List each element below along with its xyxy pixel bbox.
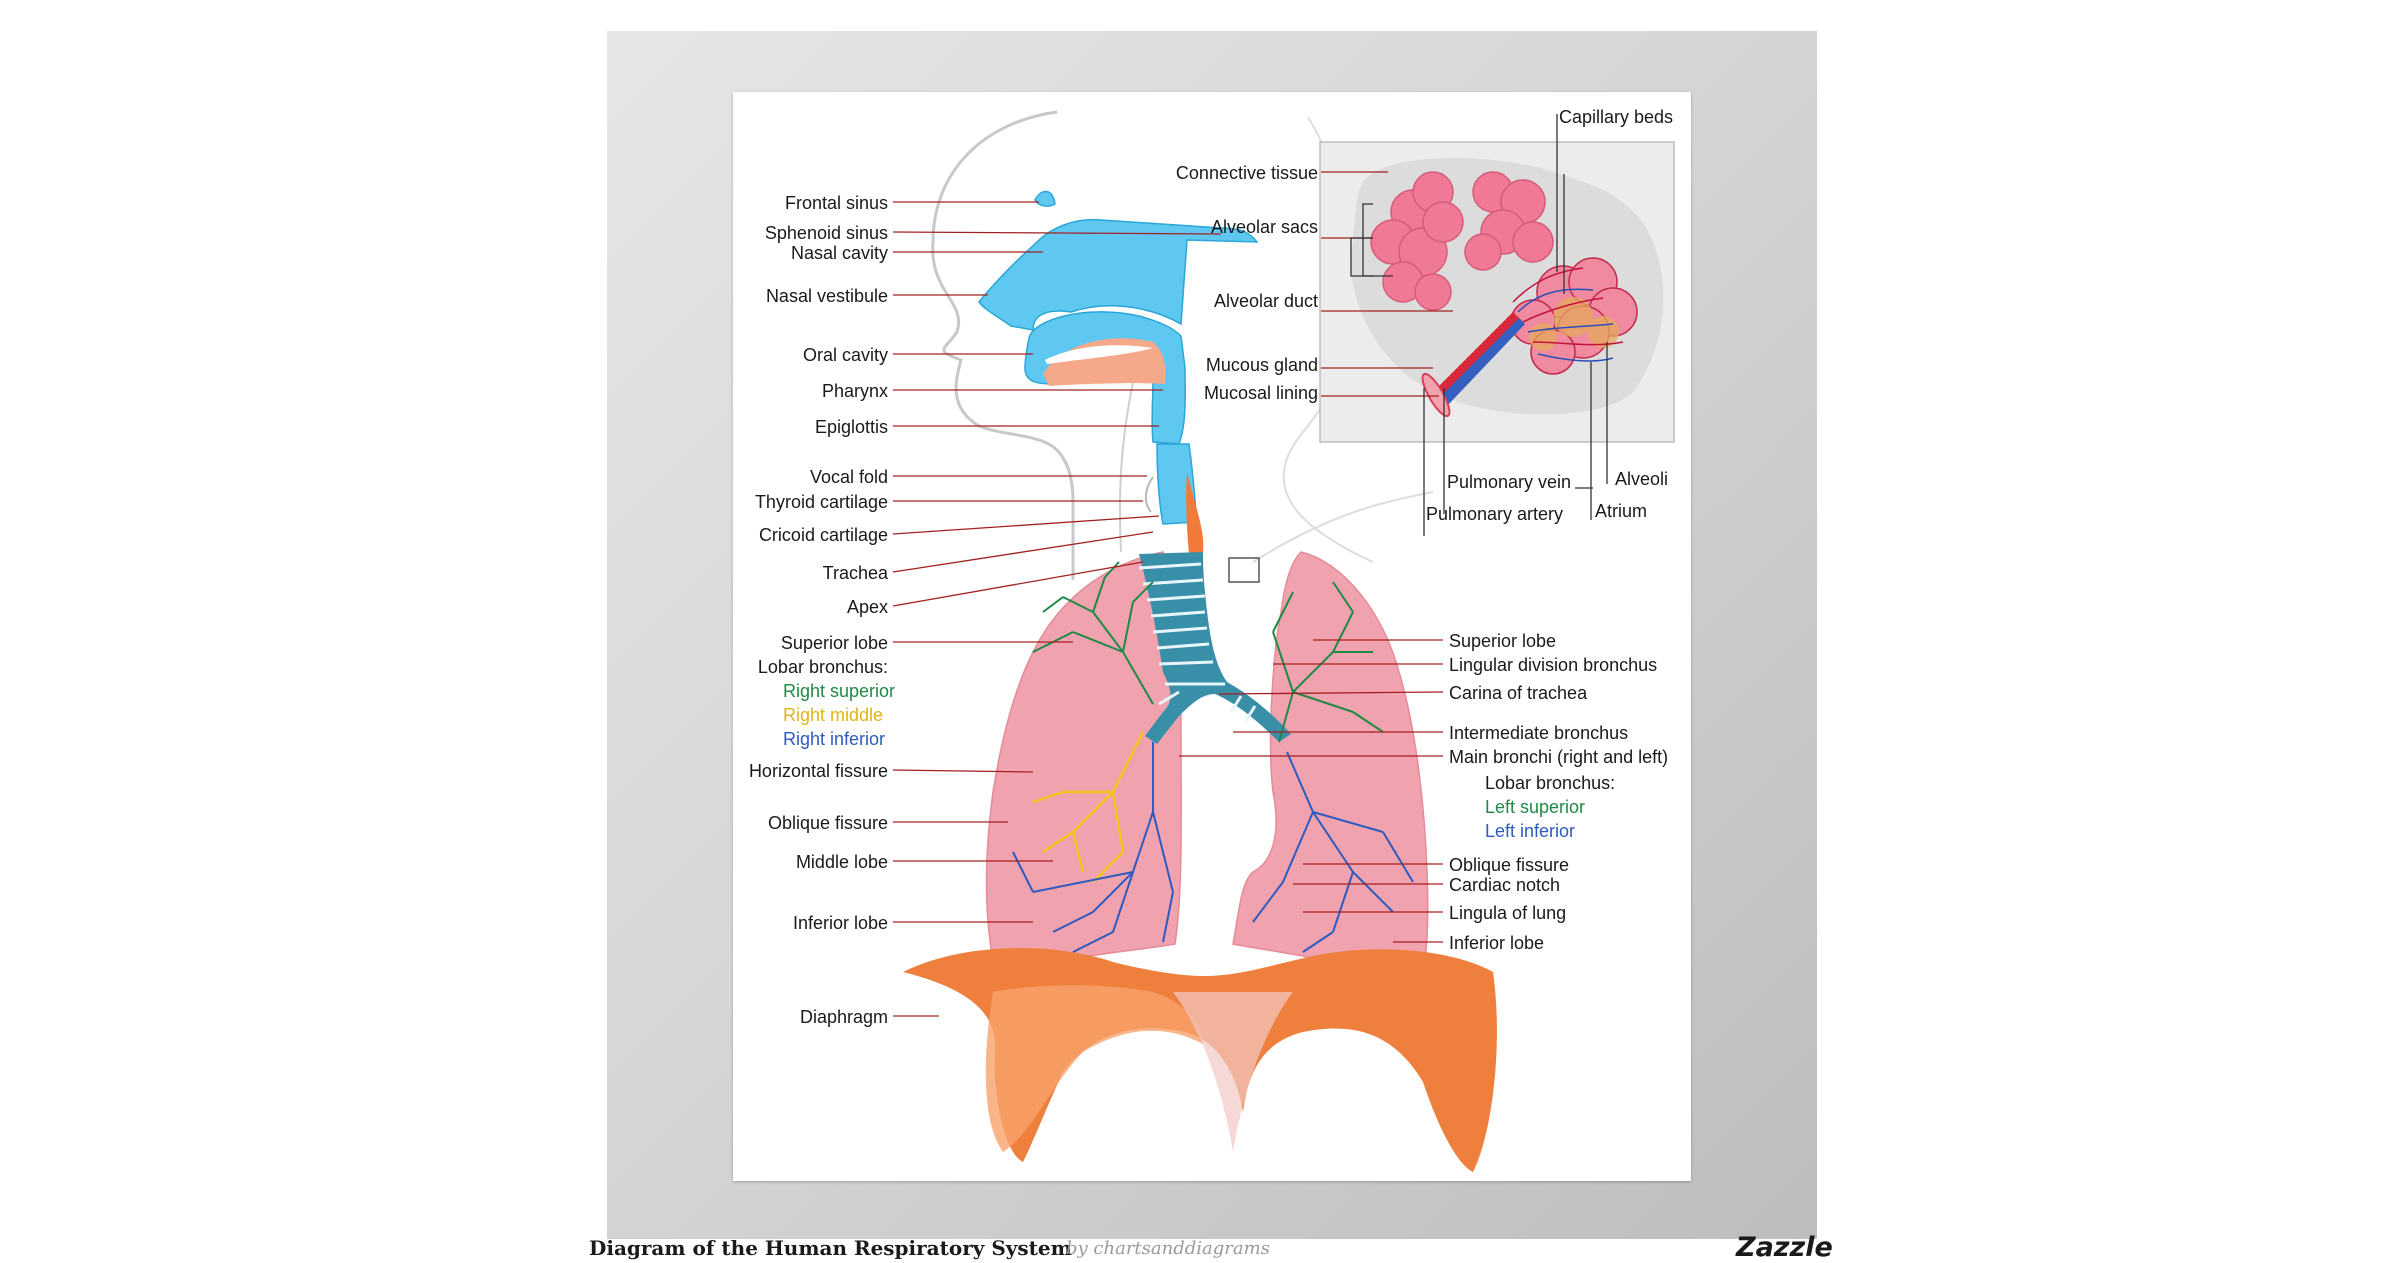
right-middle-bronchus — [1032, 731, 1145, 883]
label-middle-lobe: Middle lobe — [796, 852, 888, 872]
label-intermediate-bronchus: Intermediate bronchus — [1449, 723, 1628, 743]
label-oblique-fissure-left: Oblique fissure — [1449, 855, 1569, 875]
label-right-inferior: Right inferior — [783, 729, 885, 749]
label-horizontal-fissure: Horizontal fissure — [749, 761, 888, 781]
label-right-superior: Right superior — [783, 681, 895, 701]
label-alveolar-sacs: Alveolar sacs — [1211, 217, 1318, 237]
label-diaphragm: Diaphragm — [800, 1007, 888, 1027]
label-trachea: Trachea — [823, 563, 889, 583]
label-superior-lobe-left: Superior lobe — [1449, 631, 1556, 651]
inset-leader-lines — [1350, 114, 1608, 536]
label-left-inferior: Left inferior — [1485, 821, 1575, 841]
label-pulmonary-artery: Pulmonary artery — [1426, 504, 1563, 524]
label-cardiac-notch: Cardiac notch — [1449, 875, 1560, 895]
mediastinum-shape — [1173, 992, 1293, 1152]
designer-credit-link[interactable]: by chartsanddiagrams — [1066, 1238, 1270, 1259]
label-apex: Apex — [847, 597, 888, 617]
right-inferior-bronchus — [1012, 742, 1174, 953]
alveoli-inset — [1319, 141, 1675, 443]
label-carina-of-trachea: Carina of trachea — [1449, 683, 1588, 703]
label-epiglottis: Epiglottis — [815, 417, 888, 437]
label-inferior-lobe-right: Inferior lobe — [793, 913, 888, 933]
label-mucosal-lining: Mucosal lining — [1204, 383, 1318, 403]
label-nasal-vestibule: Nasal vestibule — [766, 286, 888, 306]
left-superior-bronchus — [1272, 581, 1384, 743]
label-cricoid-cartilage: Cricoid cartilage — [759, 525, 888, 545]
label-oblique-fissure-right: Oblique fissure — [768, 813, 888, 833]
head-outline — [931, 110, 1075, 580]
leader-lines — [892, 171, 1453, 1017]
label-sphenoid-sinus: Sphenoid sinus — [765, 223, 888, 243]
label-lingular-division-bronchus: Lingular division bronchus — [1449, 655, 1657, 675]
label-alveolar-duct: Alveolar duct — [1214, 291, 1318, 311]
neck-outline — [1118, 381, 1134, 553]
frontal-sinus-shape — [1034, 190, 1056, 207]
left-inferior-bronchus — [1252, 751, 1414, 953]
label-superior-lobe-right: Superior lobe — [781, 633, 888, 653]
label-oral-cavity: Oral cavity — [803, 345, 888, 365]
label-connective-tissue: Connective tissue — [1176, 163, 1318, 183]
label-main-bronchi: Main bronchi (right and left) — [1449, 747, 1668, 767]
label-nasal-cavity: Nasal cavity — [791, 243, 888, 263]
diaphragm-lower-shape — [985, 985, 1203, 1152]
thyroid-cartilage-shape — [1145, 476, 1154, 513]
label-mucous-gland: Mucous gland — [1206, 355, 1318, 375]
label-vocal-fold: Vocal fold — [810, 467, 888, 487]
label-pulmonary-vein: Pulmonary vein — [1447, 472, 1571, 492]
oral-cavity-gap — [1045, 345, 1153, 364]
label-lobar-bronchus-right: Lobar bronchus: — [758, 657, 888, 677]
zazzle-logo[interactable]: Zazzle — [1736, 1232, 1833, 1263]
poster-title[interactable]: Diagram of the Human Respiratory System — [589, 1236, 1072, 1260]
label-frontal-sinus: Frontal sinus — [785, 193, 888, 213]
label-lobar-bronchus-left: Lobar bronchus: — [1485, 773, 1615, 793]
label-capillary-beds: Capillary beds — [1559, 107, 1673, 127]
label-atrium: Atrium — [1595, 501, 1647, 521]
label-left-superior: Left superior — [1485, 797, 1585, 817]
inset-connector-line-2 — [1252, 491, 1434, 563]
label-pharynx: Pharynx — [822, 381, 888, 401]
label-alveoli: Alveoli — [1615, 469, 1668, 489]
label-right-middle: Right middle — [783, 705, 883, 725]
inset-marker-box — [1228, 557, 1260, 583]
poster: Frontal sinus Sphenoid sinus Nasal cavit… — [733, 92, 1691, 1181]
esophagus-shape — [1186, 472, 1204, 554]
trachea-shape — [1138, 552, 1291, 744]
label-inferior-lobe-left: Inferior lobe — [1449, 933, 1544, 953]
label-lingula-of-lung: Lingula of lung — [1449, 903, 1566, 923]
respiratory-diagram: Frontal sinus Sphenoid sinus Nasal cavit… — [749, 107, 1675, 1172]
label-thyroid-cartilage: Thyroid cartilage — [755, 492, 888, 512]
